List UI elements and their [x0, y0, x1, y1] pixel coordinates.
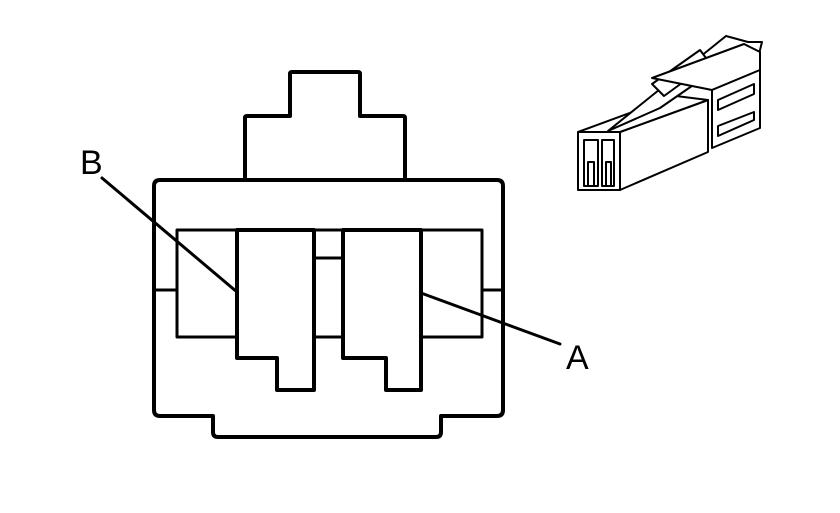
label-a: A — [566, 339, 589, 377]
connector-housing — [152, 178, 505, 439]
iso-rear-block-top — [651, 43, 761, 91]
iso-terminal-right — [605, 161, 612, 187]
connector-front-face — [152, 70, 505, 439]
connector-isometric-view — [577, 35, 763, 191]
leader-line-a — [419, 291, 562, 346]
connector-center-divider — [312, 228, 345, 339]
leader-line-b — [100, 176, 239, 294]
label-b: B — [80, 144, 103, 182]
iso-terminal-left — [587, 161, 595, 187]
connector-cavity — [175, 228, 484, 339]
iso-rear-slot-lower — [717, 111, 755, 137]
terminal-b — [235, 228, 316, 392]
connector-latch — [243, 70, 407, 182]
terminal-a — [341, 228, 423, 392]
iso-rear-slot — [717, 83, 755, 111]
